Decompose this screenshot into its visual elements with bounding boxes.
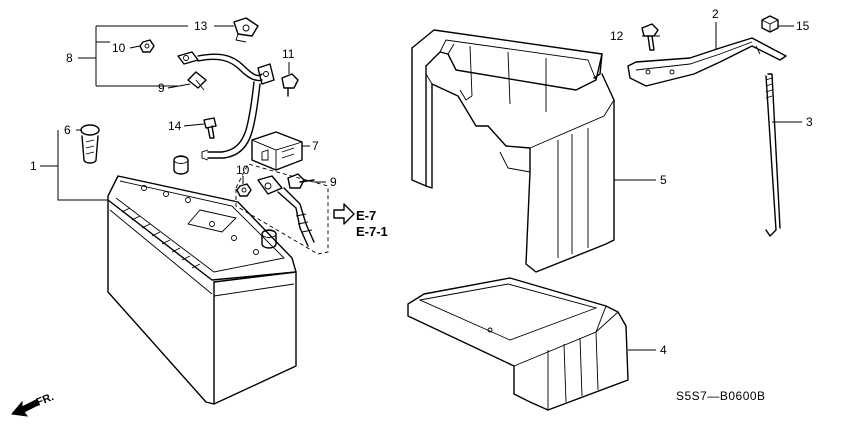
cable-group-outline (235, 163, 329, 255)
drawing-code: S5S7—B0600B (676, 389, 766, 403)
front-direction-indicator: FR. (11, 391, 56, 417)
callout-10-lower: 10 (236, 163, 250, 177)
battery-tray-4 (407, 277, 629, 411)
callout-9-upper: 9 (158, 81, 165, 95)
front-label: FR. (35, 391, 56, 409)
terminal-cap-13 (233, 17, 259, 43)
nut-10-upper (139, 39, 155, 53)
callout-1: 1 (30, 159, 37, 173)
bolt-6 (80, 124, 100, 164)
reference-e7-1: E-7-1 (356, 224, 388, 239)
callout-3: 3 (806, 115, 813, 129)
bolt-9-lower (287, 173, 315, 189)
callout-13: 13 (194, 19, 208, 33)
nut-10-lower (236, 183, 252, 197)
nut-15 (761, 15, 779, 33)
callout-6: 6 (64, 123, 71, 137)
bolt-12 (641, 23, 659, 51)
callout-7: 7 (312, 139, 319, 153)
callout-2: 2 (712, 7, 719, 21)
leader-lines (40, 22, 802, 351)
callout-10-upper: 10 (112, 41, 126, 55)
hold-down-bracket-2 (627, 37, 787, 87)
bolt-9-upper (187, 71, 207, 91)
battery-box-5 (411, 29, 615, 273)
reference-arrow-icon (333, 203, 355, 225)
callout-12: 12 (610, 29, 624, 43)
terminal-cover-7 (251, 131, 303, 171)
front-arrow-icon (11, 399, 39, 417)
battery-cable-lower (257, 175, 315, 247)
callout-14: 14 (168, 119, 182, 133)
callout-15: 15 (796, 19, 810, 33)
battery (107, 155, 297, 405)
battery-cable-8 (177, 51, 275, 161)
bolt-14 (203, 117, 217, 139)
callout-9-lower: 9 (330, 175, 337, 189)
callout-5: 5 (660, 173, 667, 187)
callout-11: 11 (282, 47, 295, 61)
bolt-11 (281, 73, 299, 97)
callout-8: 8 (66, 51, 73, 65)
reference-e7: E-7 (356, 208, 376, 223)
callout-4: 4 (660, 343, 667, 357)
hold-down-rod-3 (765, 73, 781, 237)
